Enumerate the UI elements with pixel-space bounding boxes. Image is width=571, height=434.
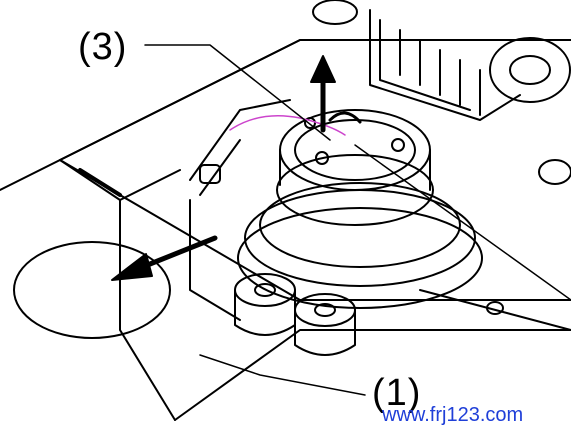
direction-arrow-up [310,55,336,133]
watermark-url: www.frj123.com [382,404,524,426]
bobbin-latch [189,99,291,321]
bed-plate [0,39,571,421]
callout-label-1: (1) [372,372,422,414]
bobbin-case [237,109,483,309]
slide-plate-opening [13,241,171,339]
plate-screws [486,159,571,315]
callout-label-3: (3) [78,26,128,68]
leader-lines [144,44,571,396]
direction-arrow-left [111,235,218,281]
feed-rollers [234,273,356,356]
presser-foot [312,0,571,121]
thread-line [229,115,346,136]
